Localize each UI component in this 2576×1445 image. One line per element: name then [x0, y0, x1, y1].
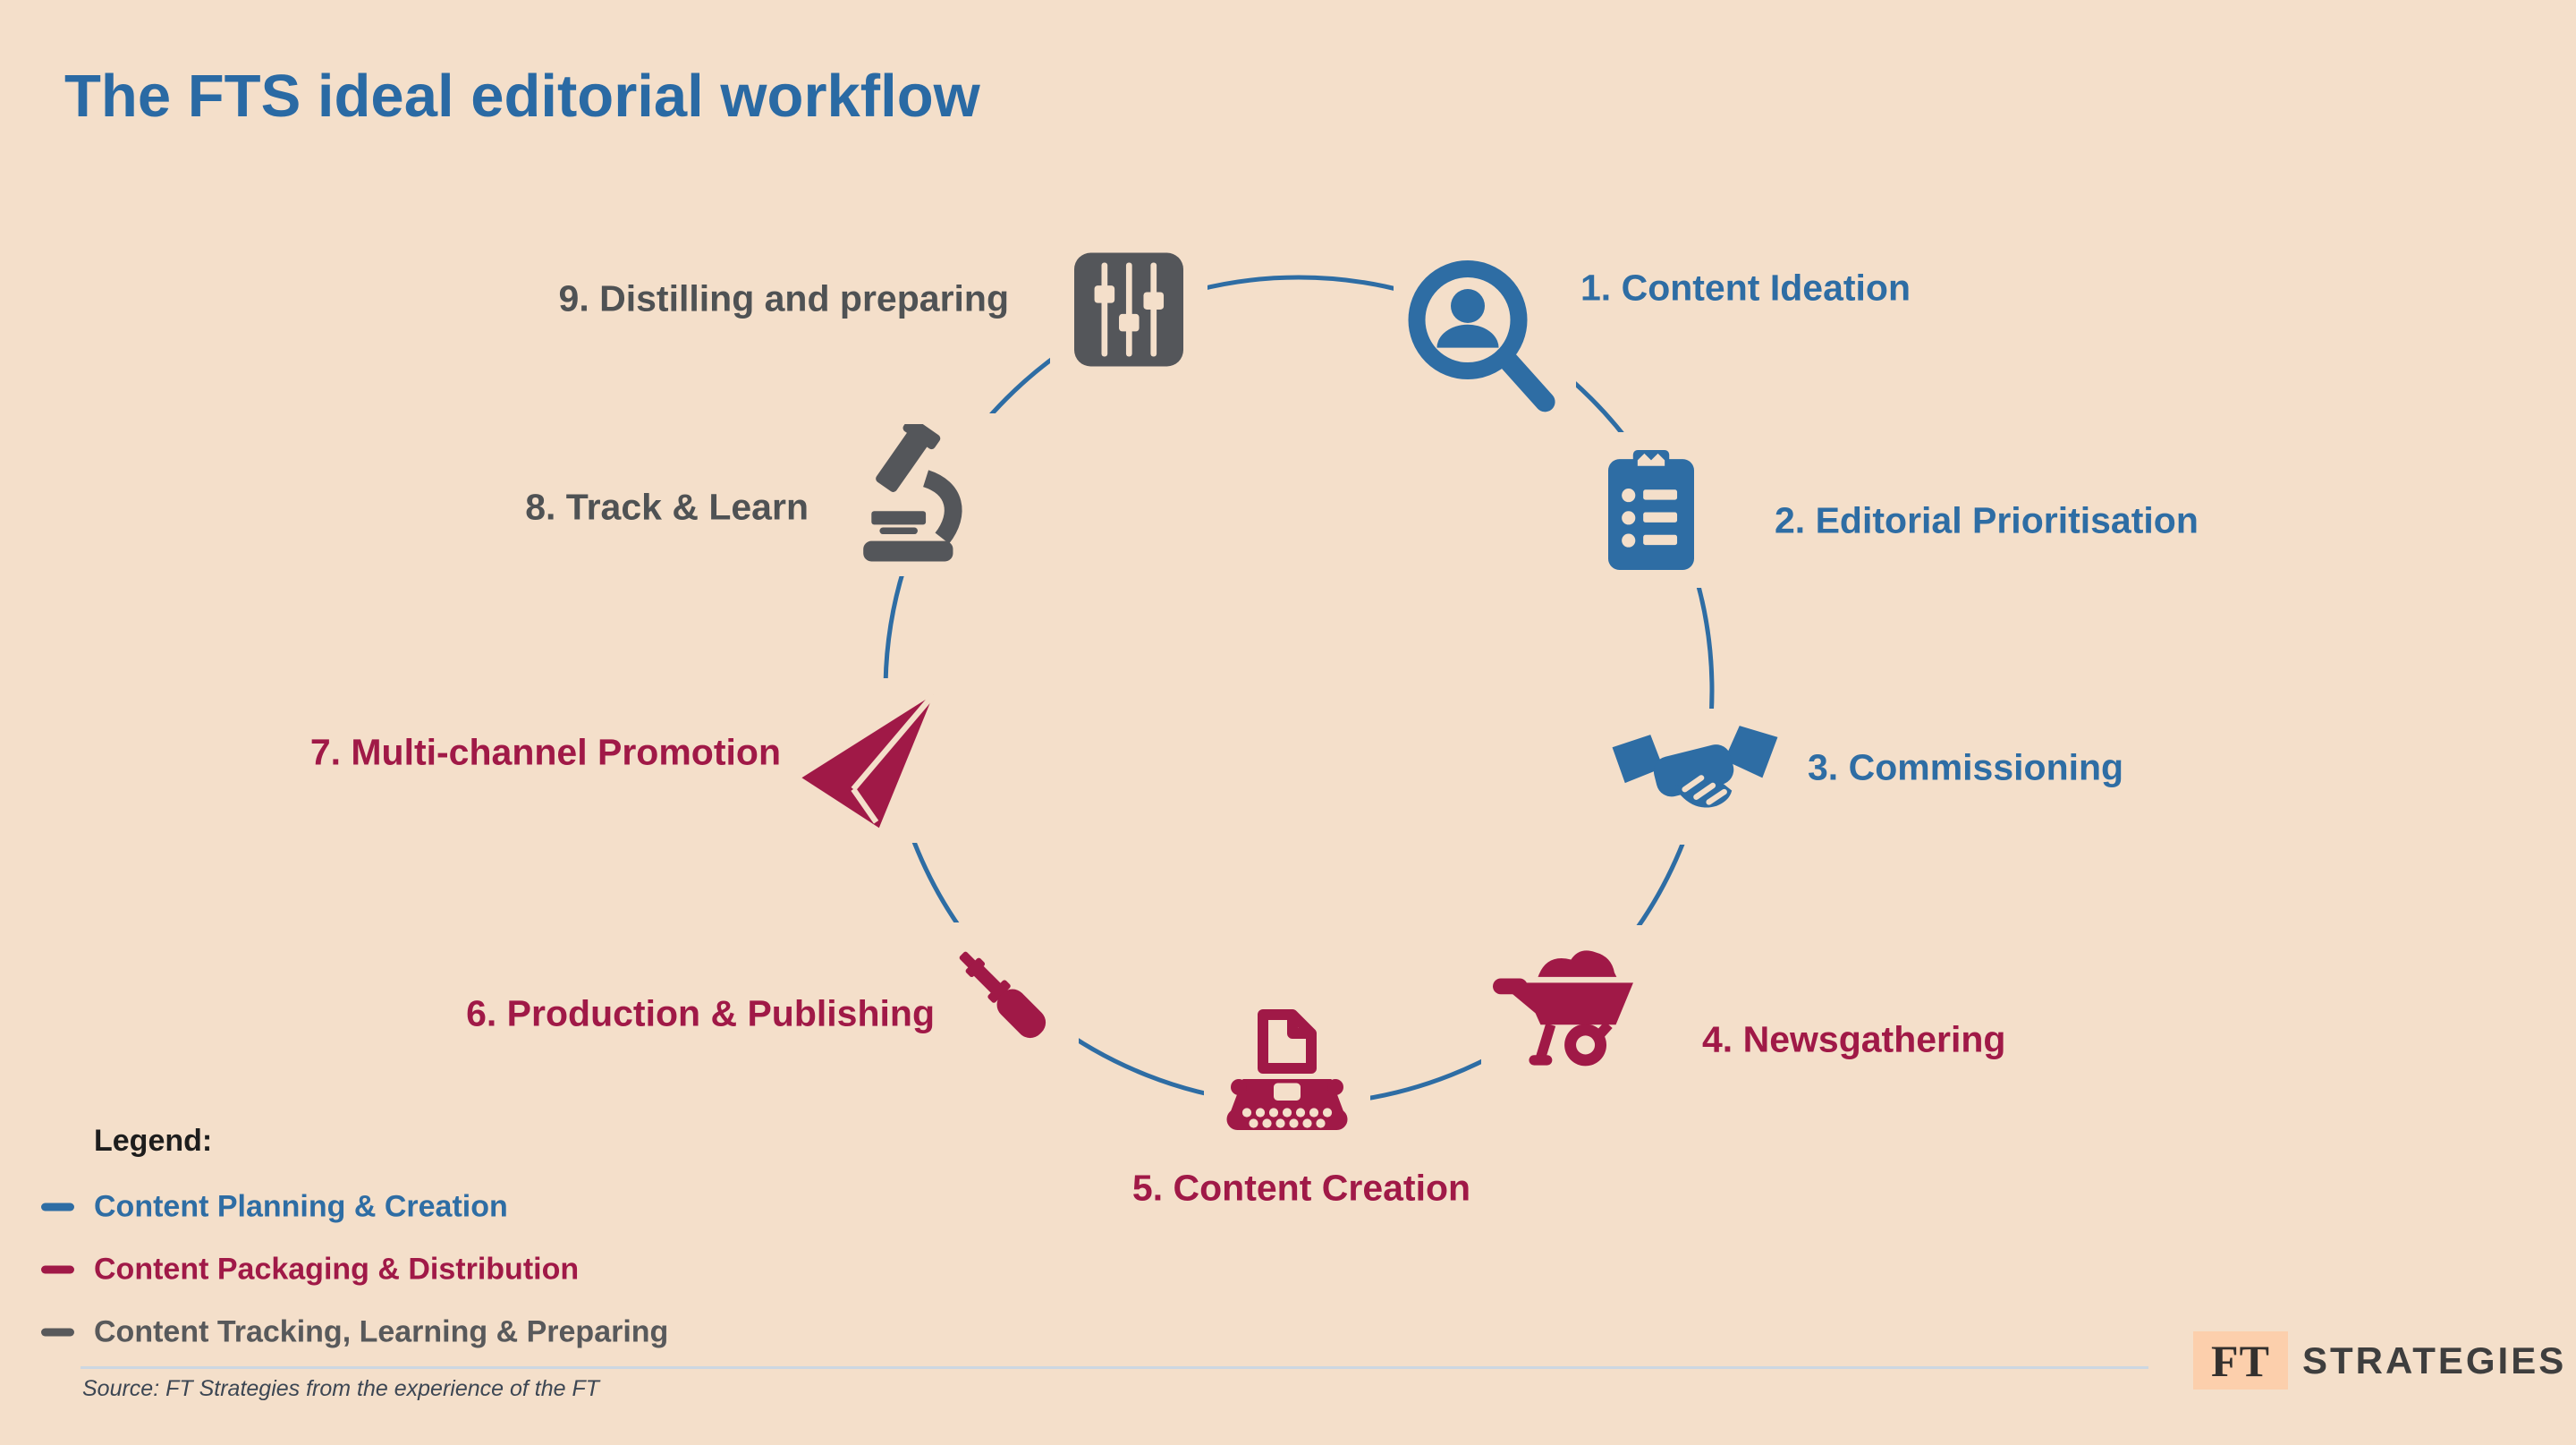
person-search-icon: [1394, 249, 1576, 431]
clipboard-icon: [1580, 432, 1723, 588]
wheelbarrow-icon: [1481, 925, 1664, 1081]
legend-dash-red: [41, 1265, 74, 1274]
step-label-9: 9. Distilling and preparing: [558, 277, 1009, 319]
title-rest: ideal editorial workflow: [301, 63, 980, 130]
step-label-3: 3. Commissioning: [1808, 746, 2124, 788]
step-label-1: 1. Content Ideation: [1580, 267, 1911, 309]
typewriter-icon: [1204, 993, 1370, 1160]
legend-item-tracking: Content Tracking, Learning & Preparing: [41, 1315, 668, 1350]
sliders-icon: [1050, 231, 1208, 388]
ft-strategies-logo: FT STRATEGIES: [2193, 1331, 2566, 1390]
ft-logo-wordmark: STRATEGIES: [2302, 1339, 2567, 1381]
step-label-5: 5. Content Creation: [1131, 1167, 1471, 1209]
ft-logo-mark: FT: [2193, 1331, 2288, 1390]
legend-dash-gray: [41, 1328, 74, 1337]
legend-item-packaging: Content Packaging & Distribution: [41, 1253, 579, 1288]
step-label-2: 2. Editorial Prioritisation: [1775, 499, 2199, 541]
step-label-4: 4. Newsgathering: [1702, 1018, 2006, 1060]
paper-plane-icon: [785, 678, 950, 843]
legend-label: Content Tracking, Learning & Preparing: [94, 1314, 669, 1349]
title-prefix: The: [64, 63, 188, 130]
step-label-8: 8. Track & Learn: [525, 486, 809, 528]
legend-item-planning: Content Planning & Creation: [41, 1190, 508, 1225]
legend-label: Content Packaging & Distribution: [94, 1252, 580, 1287]
page-title: The FTS ideal editorial workflow: [64, 61, 980, 132]
legend-label: Content Planning & Creation: [94, 1189, 508, 1224]
handshake-icon: [1599, 709, 1791, 845]
step-label-7: 7. Multi-channel Promotion: [309, 731, 781, 773]
screwdriver-icon: [930, 922, 1079, 1071]
title-brand: FTS: [187, 63, 301, 130]
source-note: Source: FT Strategies from the experienc…: [82, 1376, 600, 1401]
footer-divider: [80, 1366, 2148, 1369]
microscope-icon: [839, 413, 1002, 576]
step-label-6: 6. Production & Publishing: [466, 992, 935, 1034]
legend-heading: Legend:: [94, 1124, 213, 1158]
legend-dash-blue: [41, 1203, 74, 1211]
